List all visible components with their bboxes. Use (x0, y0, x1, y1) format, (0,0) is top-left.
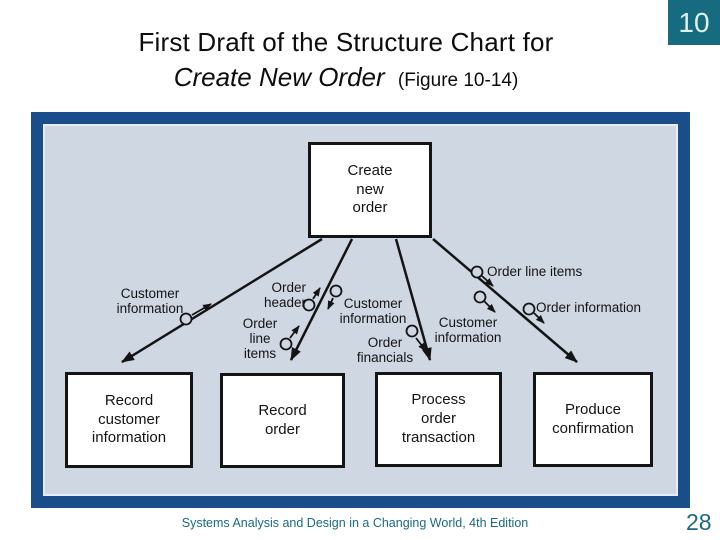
title-figure-reference: (Figure 10-14) (397, 70, 519, 91)
module-box-produce-confirmation: Produce confirmation (533, 372, 653, 467)
module-box-process-order-transaction: Process order transaction (375, 372, 502, 467)
module-box-create-new-order: Create new order (308, 142, 432, 238)
data-couple-label-customer-information-3: Customer information (434, 315, 502, 346)
module-box-record-customer-information: Record customer information (65, 372, 193, 468)
title-line-1: First Draft of the Structure Chart for (138, 27, 554, 57)
data-couple-label-order-line-items-1: Order line items (242, 316, 278, 362)
data-couple-label-order-header: Order header (263, 280, 306, 311)
data-couple-label-order-information: Order information (536, 300, 642, 315)
data-couple-label-order-line-items-2: Order line items (487, 264, 583, 279)
data-couple-label-order-financials: Order financials (356, 335, 414, 366)
slide-title: First Draft of the Structure Chart for C… (0, 27, 692, 93)
footer-book-title: Systems Analysis and Design in a Changin… (181, 516, 529, 530)
data-couple-label-customer-information-2: Customer information (339, 296, 407, 327)
footer-page-number: 28 (686, 509, 712, 535)
slide-number-badge: 10 (668, 0, 720, 45)
module-box-record-order: Record order (220, 373, 345, 468)
title-line-2: Create New Order (Figure 10-14) (0, 62, 692, 93)
data-couple-label-customer-information-1: Customer information (116, 286, 184, 317)
title-emphasis: Create New Order (173, 62, 385, 92)
